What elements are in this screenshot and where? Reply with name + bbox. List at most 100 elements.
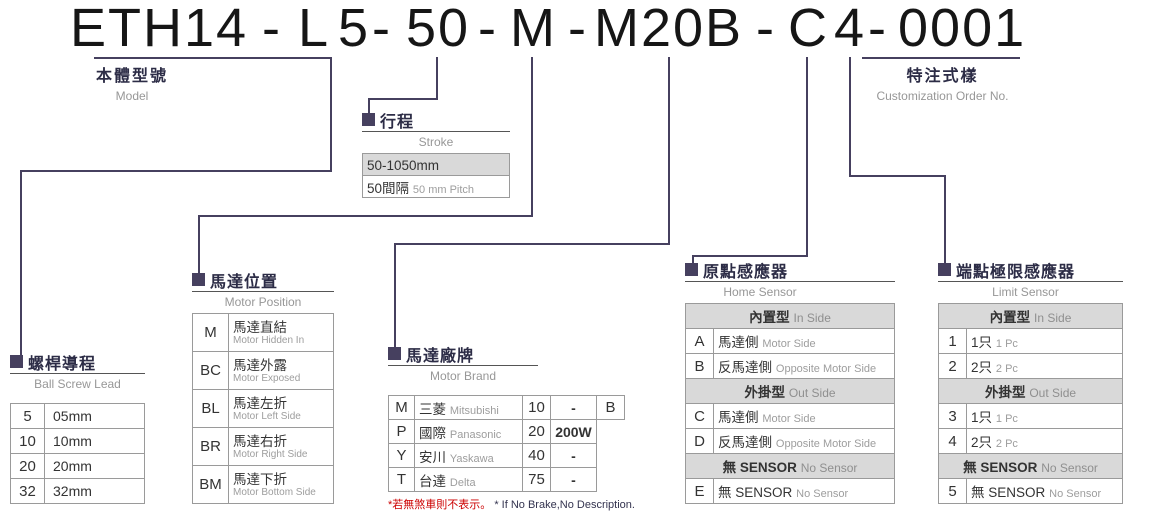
desc-en: 2 Pc (995, 438, 1018, 450)
table-row: M 三菱 Mitsubishi 10 - B (388, 395, 625, 420)
desc-zh: 馬達直結 (233, 320, 287, 335)
table-row: 20 20mm (10, 453, 145, 479)
motor-brand-title-en: Motor Brand (429, 369, 497, 383)
code-cell: BL (192, 389, 229, 428)
customization-label-section: 特注式樣 Customization Order No. (845, 62, 1040, 103)
brand-zh: 三菱 (419, 401, 446, 417)
code-cell: A (685, 328, 714, 354)
table-row: 50間隔 50 mm Pitch (362, 175, 510, 198)
code-seg-custom-no: 0001 (898, 0, 1027, 58)
connector-stroke-v1 (436, 57, 438, 100)
connector-lead-v1 (330, 57, 332, 172)
desc-cell: 無 SENSOR No Sensor (713, 478, 895, 504)
code-cell: D (685, 428, 714, 454)
desc-cell: 馬達側 Motor Side (713, 328, 895, 354)
code-seg-motor-position: M (510, 0, 557, 58)
ball-screw-lead-header: 螺桿導程 (10, 350, 145, 374)
motor-position-title-en: Motor Position (224, 295, 302, 309)
brand-en: Yaskawa (449, 452, 494, 465)
code-dash: - (262, 0, 282, 58)
group-header-outside: 外掛型 Out Side (938, 378, 1123, 404)
motor-brand-title-zh: 馬達廠牌 (406, 347, 475, 365)
code-dash: - (568, 0, 588, 58)
code-cell: T (388, 467, 415, 492)
code-seg-lead: 5 (338, 0, 371, 58)
desc-en: Motor Hidden In (233, 335, 305, 346)
group-en: In Side (1034, 311, 1072, 325)
group-en: Out Side (1029, 386, 1077, 400)
stroke-section: 行程 Stroke 50-1050mm 50間隔 50 mm Pitch (362, 108, 510, 198)
table-row: 2 2只 2 Pc (938, 353, 1123, 379)
desc-en: Opposite Motor Side (775, 438, 877, 450)
brand-zh: 國際 (419, 425, 446, 441)
group-header-inside: 內置型 In Side (938, 303, 1123, 329)
connector-brand-h (394, 243, 670, 245)
code-seg-model: ETH14 (70, 0, 249, 58)
table-row: 5 05mm (10, 403, 145, 429)
desc-zh: 2只 (971, 360, 993, 375)
connector-brand-v1 (668, 57, 670, 245)
group-zh: 無 SENSOR (963, 460, 1038, 475)
code-cell: 20 (10, 453, 45, 479)
code-cell: 5 (938, 478, 967, 504)
ball-screw-lead-title-en: Ball Screw Lead (34, 377, 121, 391)
table-row: 無 SENSOR No Sensor (685, 453, 895, 479)
desc-zh: 馬達左折 (233, 396, 287, 411)
limit-sensor-title-zh: 端點極限感應器 (956, 263, 1076, 281)
desc-cell: 2只 2 Pc (966, 428, 1123, 454)
brake-cell-empty (596, 443, 625, 468)
stroke-title-zh: 行程 (380, 113, 415, 131)
desc-en: 1 Pc (995, 413, 1018, 425)
table-row: T 台達 Delta 75 - (388, 467, 625, 492)
connector-model-underline (94, 57, 332, 59)
desc-zh: 1只 (971, 410, 993, 425)
desc-en: No Sensor (1049, 488, 1102, 500)
desc-en: Motor Side (762, 338, 816, 350)
table-row: 內置型 In Side (685, 303, 895, 329)
connector-stroke-h (368, 98, 438, 100)
connector-home-v1 (806, 57, 808, 257)
model-label-zh: 本體型號 (95, 68, 168, 85)
connector-lead-v2 (20, 170, 22, 356)
home-sensor-section: 原點感應器 Home Sensor 內置型 In Side A 馬達側 Moto… (685, 258, 895, 504)
ball-screw-lead-section: 螺桿導程 Ball Screw Lead 5 05mm 10 10mm 20 2… (10, 350, 145, 504)
motor-position-header: 馬達位置 (192, 268, 334, 292)
desc-en: 1 Pc (995, 338, 1018, 350)
stroke-range-cell: 50-1050mm (362, 153, 510, 176)
code-cell: 4 (938, 428, 967, 454)
customization-label-en: Customization Order No. (876, 89, 1009, 103)
model-label-en: Model (115, 89, 149, 103)
table-row: A 馬達側 Motor Side (685, 328, 895, 354)
desc-zh: 反馬達側 (718, 435, 772, 450)
desc-cell: 反馬達側 Opposite Motor Side (713, 428, 895, 454)
code-cell: M (192, 313, 229, 352)
desc-zh: 1只 (971, 335, 993, 350)
brand-cell: 台達 Delta (414, 467, 523, 492)
table-row: 4 2只 2 Pc (938, 428, 1123, 454)
table-row: B 反馬達側 Opposite Motor Side (685, 353, 895, 379)
stroke-title-en: Stroke (418, 135, 454, 149)
code-dash: - (756, 0, 776, 58)
group-header-inside: 內置型 In Side (685, 303, 895, 329)
code-seg-motor-brand: M20B (594, 0, 744, 58)
connector-lead-h (20, 170, 332, 172)
bullet-icon (192, 273, 205, 286)
code-seg-limit-sensor: 4 (834, 0, 867, 58)
watt-code-cell: 20 (522, 419, 551, 444)
bullet-icon (362, 113, 375, 126)
desc-en: 2 Pc (995, 363, 1018, 375)
stroke-table: 50-1050mm 50間隔 50 mm Pitch (362, 153, 510, 198)
code-cell: B (685, 353, 714, 379)
connector-custom-underline (862, 57, 1020, 59)
group-zh: 外掛型 (744, 385, 785, 400)
limit-sensor-section: 端點極限感應器 Limit Sensor 內置型 In Side 1 1只 1 … (938, 258, 1123, 504)
limit-sensor-header: 端點極限感應器 (938, 258, 1123, 282)
code-cell: 5 (10, 403, 45, 429)
table-row: C 馬達側 Motor Side (685, 403, 895, 429)
table-row: 外掛型 Out Side (938, 378, 1123, 404)
